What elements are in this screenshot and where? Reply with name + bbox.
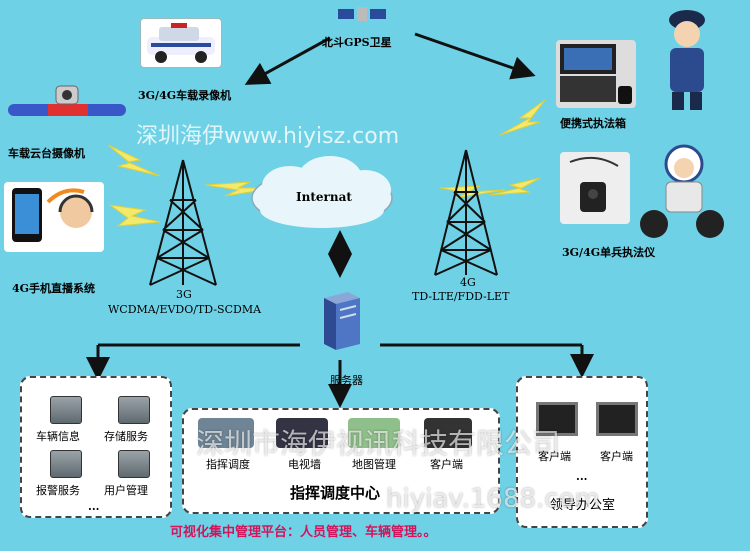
lightning-icons: [107, 99, 546, 227]
tower-left-label-1: 3G: [176, 288, 192, 301]
vehicle-info-icon: [50, 396, 82, 424]
service-item: 存储服务: [104, 430, 148, 443]
command-item: 电视墙: [288, 458, 321, 471]
client-monitor-icon: [596, 402, 638, 436]
satellite-label: 北斗GPS卫星: [322, 36, 392, 49]
office-more: ...: [576, 470, 588, 483]
portable-box-image: [556, 40, 636, 108]
video-wall-image: [276, 418, 328, 448]
office-title: 领导办公室: [550, 498, 616, 513]
police-officer-image: [652, 4, 722, 114]
footer-caption: 可视化集中管理平台：人员管理、车辆管理。。: [170, 525, 437, 540]
tower-left-icon: [149, 159, 217, 286]
service-item: 报警服务: [36, 484, 80, 497]
service-item: 车辆信息: [36, 430, 80, 443]
user-management-icon: [118, 450, 150, 478]
command-center-title: 指挥调度中心: [290, 484, 381, 502]
portable-box-label: 便携式执法箱: [560, 117, 626, 130]
service-item: 用户管理: [104, 484, 148, 497]
mobile-live-image: [4, 182, 104, 252]
internet-cloud-icon: [251, 156, 393, 228]
mobile-live-label: 4G手机直播系统: [12, 282, 96, 295]
command-item: 地图管理: [352, 458, 396, 471]
services-box: 车辆信息 存储服务 报警服务 用户管理 ...: [20, 376, 172, 518]
command-center-box: 指挥调度 电视墙 地图管理 客户端 指挥调度中心: [182, 408, 500, 514]
single-device-label: 3G/4G单兵执法仪: [562, 246, 656, 259]
single-device-image: [560, 152, 630, 224]
office-item: 客户端: [600, 450, 633, 463]
command-item: 指挥调度: [206, 458, 250, 471]
server-distribution-lines: [86, 343, 594, 408]
office-item: 客户端: [538, 450, 571, 463]
police-car-image: [140, 18, 222, 68]
tower-right-icon: [434, 149, 498, 276]
satellite-icon: [338, 4, 386, 26]
services-more: ...: [88, 500, 100, 513]
ptz-camera-label: 车载云台摄像机: [8, 147, 85, 160]
watermark-url: hiyiav.1688.com: [386, 484, 600, 514]
watermark-company: 深圳市海伊视讯科技有限公司: [196, 427, 561, 460]
motorcycle-officer-image: [634, 138, 726, 242]
tower-right-label-2: TD-LTE/FDD-LET: [412, 290, 510, 303]
map-image: [348, 418, 400, 448]
tower-right-label-1: 4G: [460, 276, 476, 289]
car-camera-label: 3G/4G车载录像机: [138, 89, 232, 102]
cloud-label: Internat: [296, 190, 352, 204]
ptz-camera-image: [8, 82, 126, 122]
client-image: [424, 418, 472, 448]
tower-left-label-2: WCDMA/EVDO/TD-SCDMA: [108, 303, 262, 316]
arrow-to-portable-box: [414, 32, 536, 80]
dispatch-image: [198, 418, 254, 448]
alarm-icon: [50, 450, 82, 478]
arrow-to-car-camera: [244, 36, 331, 85]
watermark-top: 深圳海伊www.hiyisz.com: [136, 124, 400, 149]
client-monitor-icon: [536, 402, 578, 436]
server-icon: [318, 290, 362, 352]
command-item: 客户端: [430, 458, 463, 471]
office-box: 客户端 客户端 ... 领导办公室: [516, 376, 648, 528]
storage-icon: [118, 396, 150, 424]
server-label: 服务器: [330, 374, 363, 387]
